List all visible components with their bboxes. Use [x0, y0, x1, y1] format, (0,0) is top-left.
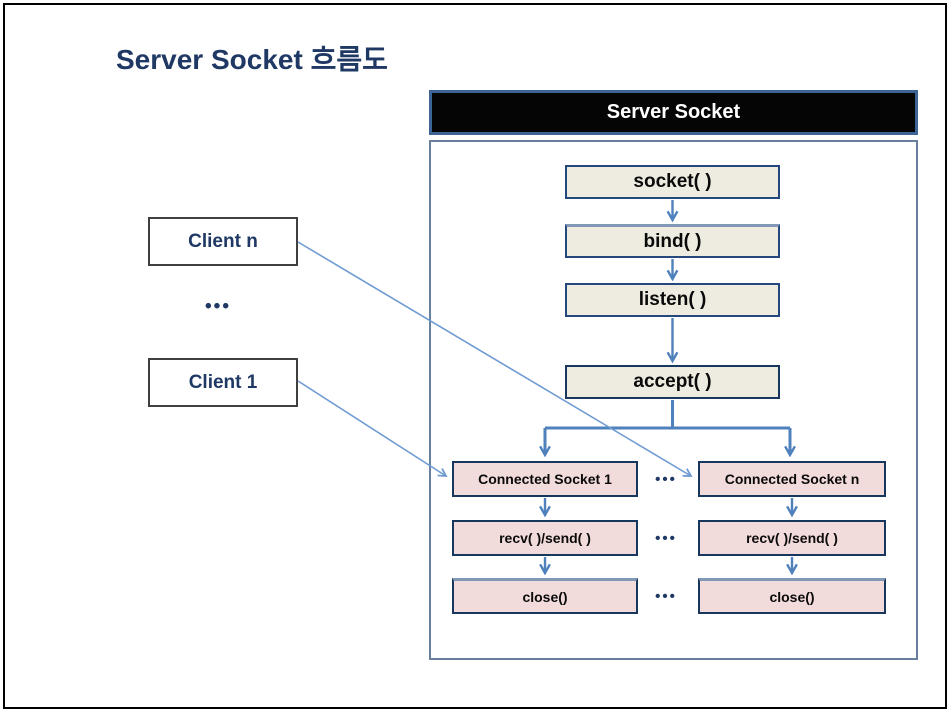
column-ellipsis-row3: •••: [655, 588, 677, 605]
client-n-box: Client n: [148, 217, 298, 266]
connected-socket-n-box: Connected Socket n: [698, 461, 886, 497]
connected-socket-1-box: Connected Socket 1: [452, 461, 638, 497]
server-panel-header-label: Server Socket: [606, 101, 741, 123]
client-1-box: Client 1: [148, 358, 298, 407]
flow-box-bind: bind( ): [565, 224, 780, 258]
recv-send-1-box: recv( )/send( ): [452, 520, 638, 556]
recv-send-n-box: recv( )/send( ): [698, 520, 886, 556]
client-ellipsis: •••: [205, 296, 231, 317]
close-n-box: close(): [698, 578, 886, 614]
arrow-client-1-to-connected-1: [297, 380, 446, 476]
server-panel-header: Server Socket: [429, 90, 918, 135]
close-1-box: close(): [452, 578, 638, 614]
flow-box-listen: listen( ): [565, 283, 780, 317]
flow-box-accept: accept( ): [565, 365, 780, 399]
flow-box-socket: socket( ): [565, 165, 780, 199]
column-ellipsis-row1: •••: [655, 471, 677, 488]
page-title: Server Socket 흐름도: [116, 44, 388, 75]
column-ellipsis-row2: •••: [655, 530, 677, 547]
